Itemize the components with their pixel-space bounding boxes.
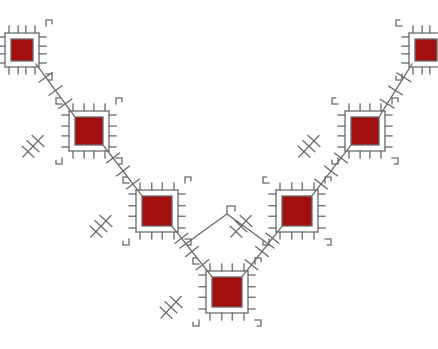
filled-square-2	[75, 117, 103, 145]
apex-left	[180, 214, 227, 248]
arm-branch	[56, 86, 62, 91]
arm-branch	[298, 146, 304, 151]
filled-square-6	[351, 117, 379, 145]
arm-branch	[123, 166, 129, 171]
arm-branch	[309, 146, 315, 151]
fractal-hook	[46, 20, 52, 26]
arm-branch	[165, 302, 171, 307]
fractal-group	[0, 20, 438, 326]
arm-branch	[203, 260, 209, 265]
arm-branch	[192, 247, 198, 252]
arm-branch	[46, 73, 52, 78]
arm-branch	[39, 77, 45, 82]
fractal-hook	[396, 20, 402, 26]
arm-branch	[266, 233, 272, 238]
arm-branch	[303, 141, 309, 146]
arm-branch	[262, 252, 268, 257]
arm-branch	[252, 265, 258, 270]
fractal-hook	[325, 239, 331, 245]
arm-branch	[33, 146, 39, 151]
fractal-hook	[116, 98, 122, 104]
fractal-hook	[392, 158, 398, 164]
arm-branch	[396, 91, 403, 95]
arm-branch	[32, 135, 38, 140]
arm-branch	[38, 141, 44, 146]
arm-branch	[182, 233, 188, 238]
arm-branch	[175, 238, 181, 243]
arm-branch	[22, 146, 28, 151]
filled-square-3	[142, 196, 172, 226]
arm-branch	[166, 313, 172, 318]
arm-branch	[171, 307, 177, 312]
fractal-hook	[185, 177, 191, 183]
filled-square-5	[282, 196, 312, 226]
fractal-hook	[263, 177, 269, 183]
fractal-hook	[227, 206, 235, 214]
arm-branch	[90, 226, 96, 231]
arm-branch	[315, 179, 321, 184]
arm-branch	[387, 104, 394, 108]
arm-branch	[240, 215, 246, 220]
arm-branch	[101, 226, 107, 231]
fractal-hook	[332, 98, 338, 104]
fractal-hook	[392, 98, 398, 104]
arm-branch	[321, 184, 327, 189]
arm-branch	[389, 86, 396, 90]
arm-branch	[106, 221, 112, 226]
arm-branch	[304, 152, 310, 157]
arm-branch	[380, 100, 387, 104]
arm-branch	[107, 158, 113, 163]
arm-branch	[113, 153, 119, 158]
fractal-hook	[123, 239, 129, 245]
arm-branch	[133, 179, 139, 184]
arm-branch	[273, 238, 279, 243]
arm-branch	[246, 221, 252, 226]
arm-branch	[176, 302, 182, 307]
arm-branch	[335, 153, 341, 158]
arm-branch	[308, 135, 314, 140]
arm-branch	[160, 307, 166, 312]
fractal-hook	[193, 320, 199, 326]
arm-branch	[236, 232, 242, 237]
arm-branch	[230, 226, 236, 231]
arm-branch	[27, 141, 33, 146]
arm-branch	[100, 215, 106, 220]
arm-branch	[95, 221, 101, 226]
arm-branch	[325, 166, 331, 171]
arm-branch	[117, 171, 123, 176]
arm-branch	[28, 152, 34, 157]
fractal-hook	[56, 158, 62, 164]
filled-square-4	[212, 277, 242, 307]
arm-branch	[341, 158, 347, 163]
arm-branch	[96, 232, 102, 237]
arm-branch	[331, 171, 337, 176]
arm-branch	[256, 247, 262, 252]
arm-branch	[127, 184, 133, 189]
filled-square-7	[415, 39, 437, 61]
arm-branch	[186, 252, 192, 257]
arm-branch	[49, 91, 55, 96]
arm-branch	[196, 265, 202, 270]
apex-right	[227, 214, 274, 248]
filled-square-1	[11, 39, 33, 61]
arm-branch	[170, 296, 176, 301]
arm-branch	[404, 77, 411, 81]
arm-branch	[397, 73, 404, 77]
fractal-hook	[255, 320, 261, 326]
arm-branch	[65, 99, 71, 104]
arm-branch	[314, 141, 320, 146]
arm-branch	[245, 260, 251, 265]
